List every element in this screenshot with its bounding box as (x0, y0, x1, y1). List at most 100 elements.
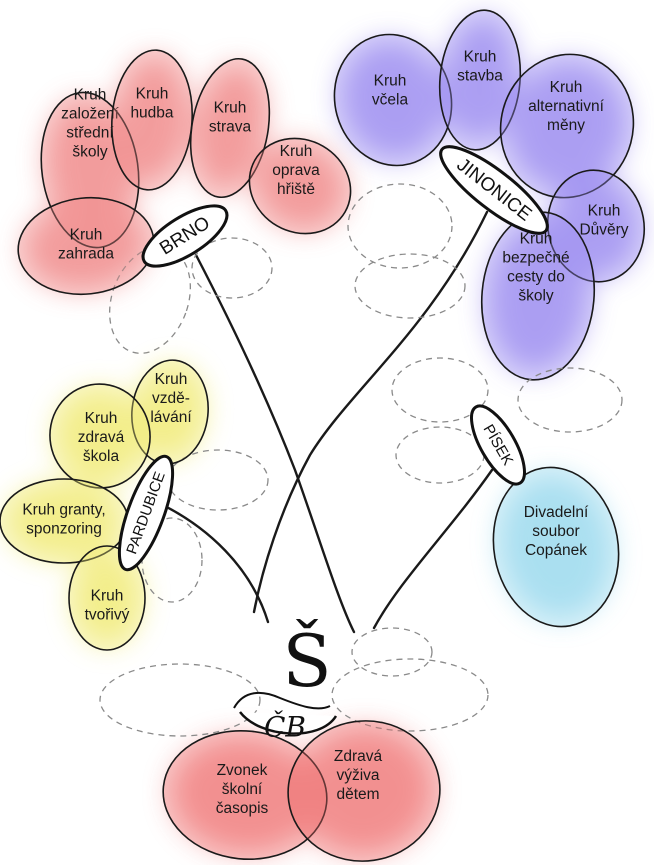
petal-label-line: oprava (272, 162, 320, 179)
petal-label-pardubice-1: Kruh vzdě-lávání (150, 371, 192, 426)
petal-label-line: Kruh (155, 371, 188, 388)
ghost-petal (191, 237, 273, 299)
petal-label-line: Kruh (91, 588, 124, 605)
petal-label-line: Kruh (550, 79, 583, 96)
petal-jinonice-2 (438, 9, 522, 151)
petal-jinonice-3 (499, 53, 635, 199)
ghost-petal (331, 658, 489, 732)
petal-label-line: lávání (150, 409, 192, 426)
petal-label-line: měny (547, 117, 585, 134)
petal-pisek-1 (492, 466, 620, 628)
petal-brno-1 (40, 91, 140, 249)
ghost-petal (517, 367, 623, 433)
petal-wash (115, 57, 189, 183)
petal-label-jinonice-2: Kruh stavba (457, 49, 503, 85)
petal-cb-1 (162, 729, 328, 861)
petal-label-line: Kruh (374, 73, 407, 90)
petal-brno-3 (189, 57, 271, 199)
petal-wash (295, 727, 433, 855)
petal-label-line: Kruh (214, 100, 247, 117)
petal-label-line: Kruh granty, (22, 502, 105, 519)
root-letter: Š (282, 617, 331, 703)
petal-label-line: hudba (130, 105, 173, 122)
petal-label-line: stavba (457, 68, 503, 85)
petal-wash (171, 737, 319, 853)
petal-label-line: Důvěry (579, 222, 628, 239)
petal-label-line: Divadelní (524, 504, 589, 521)
petal-label-line: včela (372, 92, 409, 109)
petal-label-line: soubor (532, 523, 579, 540)
petal-brno-4 (248, 137, 352, 235)
petal-wash (340, 41, 446, 159)
cb-hub-cup (239, 711, 338, 735)
petal-label-line: časopis (216, 800, 269, 817)
petal-label-line: strava (209, 119, 252, 136)
petal-label-line: střední (66, 125, 114, 142)
stem-pardubice (146, 496, 270, 624)
petal-wash (254, 143, 346, 229)
petal-label-line: Copánek (525, 542, 587, 559)
petal-label-line: školy (518, 288, 554, 305)
petal-label-line: bezpečné (502, 250, 569, 267)
petal-wash (135, 365, 205, 459)
stem-brno (194, 253, 356, 634)
petal-wash (194, 65, 266, 191)
ghost-petal (391, 357, 489, 423)
ghost-petal (395, 426, 485, 484)
petal-label-line: sponzoring (26, 521, 102, 538)
petal-label-line: výživa (336, 767, 379, 784)
petal-label-line: zdravá (78, 429, 125, 446)
ghost-petal (99, 663, 261, 737)
petal-wash (507, 61, 627, 191)
petal-label-pardubice-4: Kruh tvořivý (85, 588, 130, 624)
petal-label-line: Kruh (464, 49, 497, 66)
petal-label-pardubice-3: Kruh granty, sponzoring (22, 502, 105, 538)
petal-label-line: tvořivý (85, 607, 130, 624)
stem-jinonice (252, 210, 489, 614)
petal-wash (54, 389, 146, 483)
ghost-petal (354, 253, 466, 319)
petal-label-line: školy (72, 144, 108, 161)
hub-pisek: PÍSEK (470, 404, 526, 486)
petal-wash (6, 483, 122, 559)
petal-label-brno-3: Kruh strava (209, 100, 252, 136)
petal-label-line: zahrada (58, 246, 114, 263)
petal-label-line: Kruh (70, 227, 103, 244)
stem-pisek (372, 468, 494, 630)
petal-label-line: Kruh (520, 231, 553, 248)
petal-jinonice-4 (546, 169, 646, 283)
petal-label-line: školní (222, 781, 263, 798)
petal-label-line: Kruh (136, 86, 169, 103)
petal-label-line: Zdravá (334, 748, 383, 765)
petal-pardubice-2 (49, 383, 151, 489)
ghost-petal (167, 449, 269, 511)
petal-label-brno-5: Kruh zahrada (58, 227, 114, 263)
ghost-petal (351, 627, 433, 677)
petal-label-line: Zvonek (217, 762, 268, 779)
petal-cb-2 (287, 720, 441, 862)
cb-hub-outline (233, 691, 331, 710)
petal-label-jinonice-1: Kruh včela (372, 73, 409, 109)
stems (146, 210, 494, 634)
petal-label-line: Kruh (280, 143, 313, 160)
petal-wash (72, 551, 142, 645)
petal-wash (499, 475, 613, 619)
petal-label-line: Kruh (85, 410, 118, 427)
petal-pardubice-4 (68, 545, 146, 651)
petal-label-line: vzdě- (152, 390, 190, 407)
petal-label-line: založení (61, 106, 119, 123)
petal-wash (443, 17, 517, 143)
